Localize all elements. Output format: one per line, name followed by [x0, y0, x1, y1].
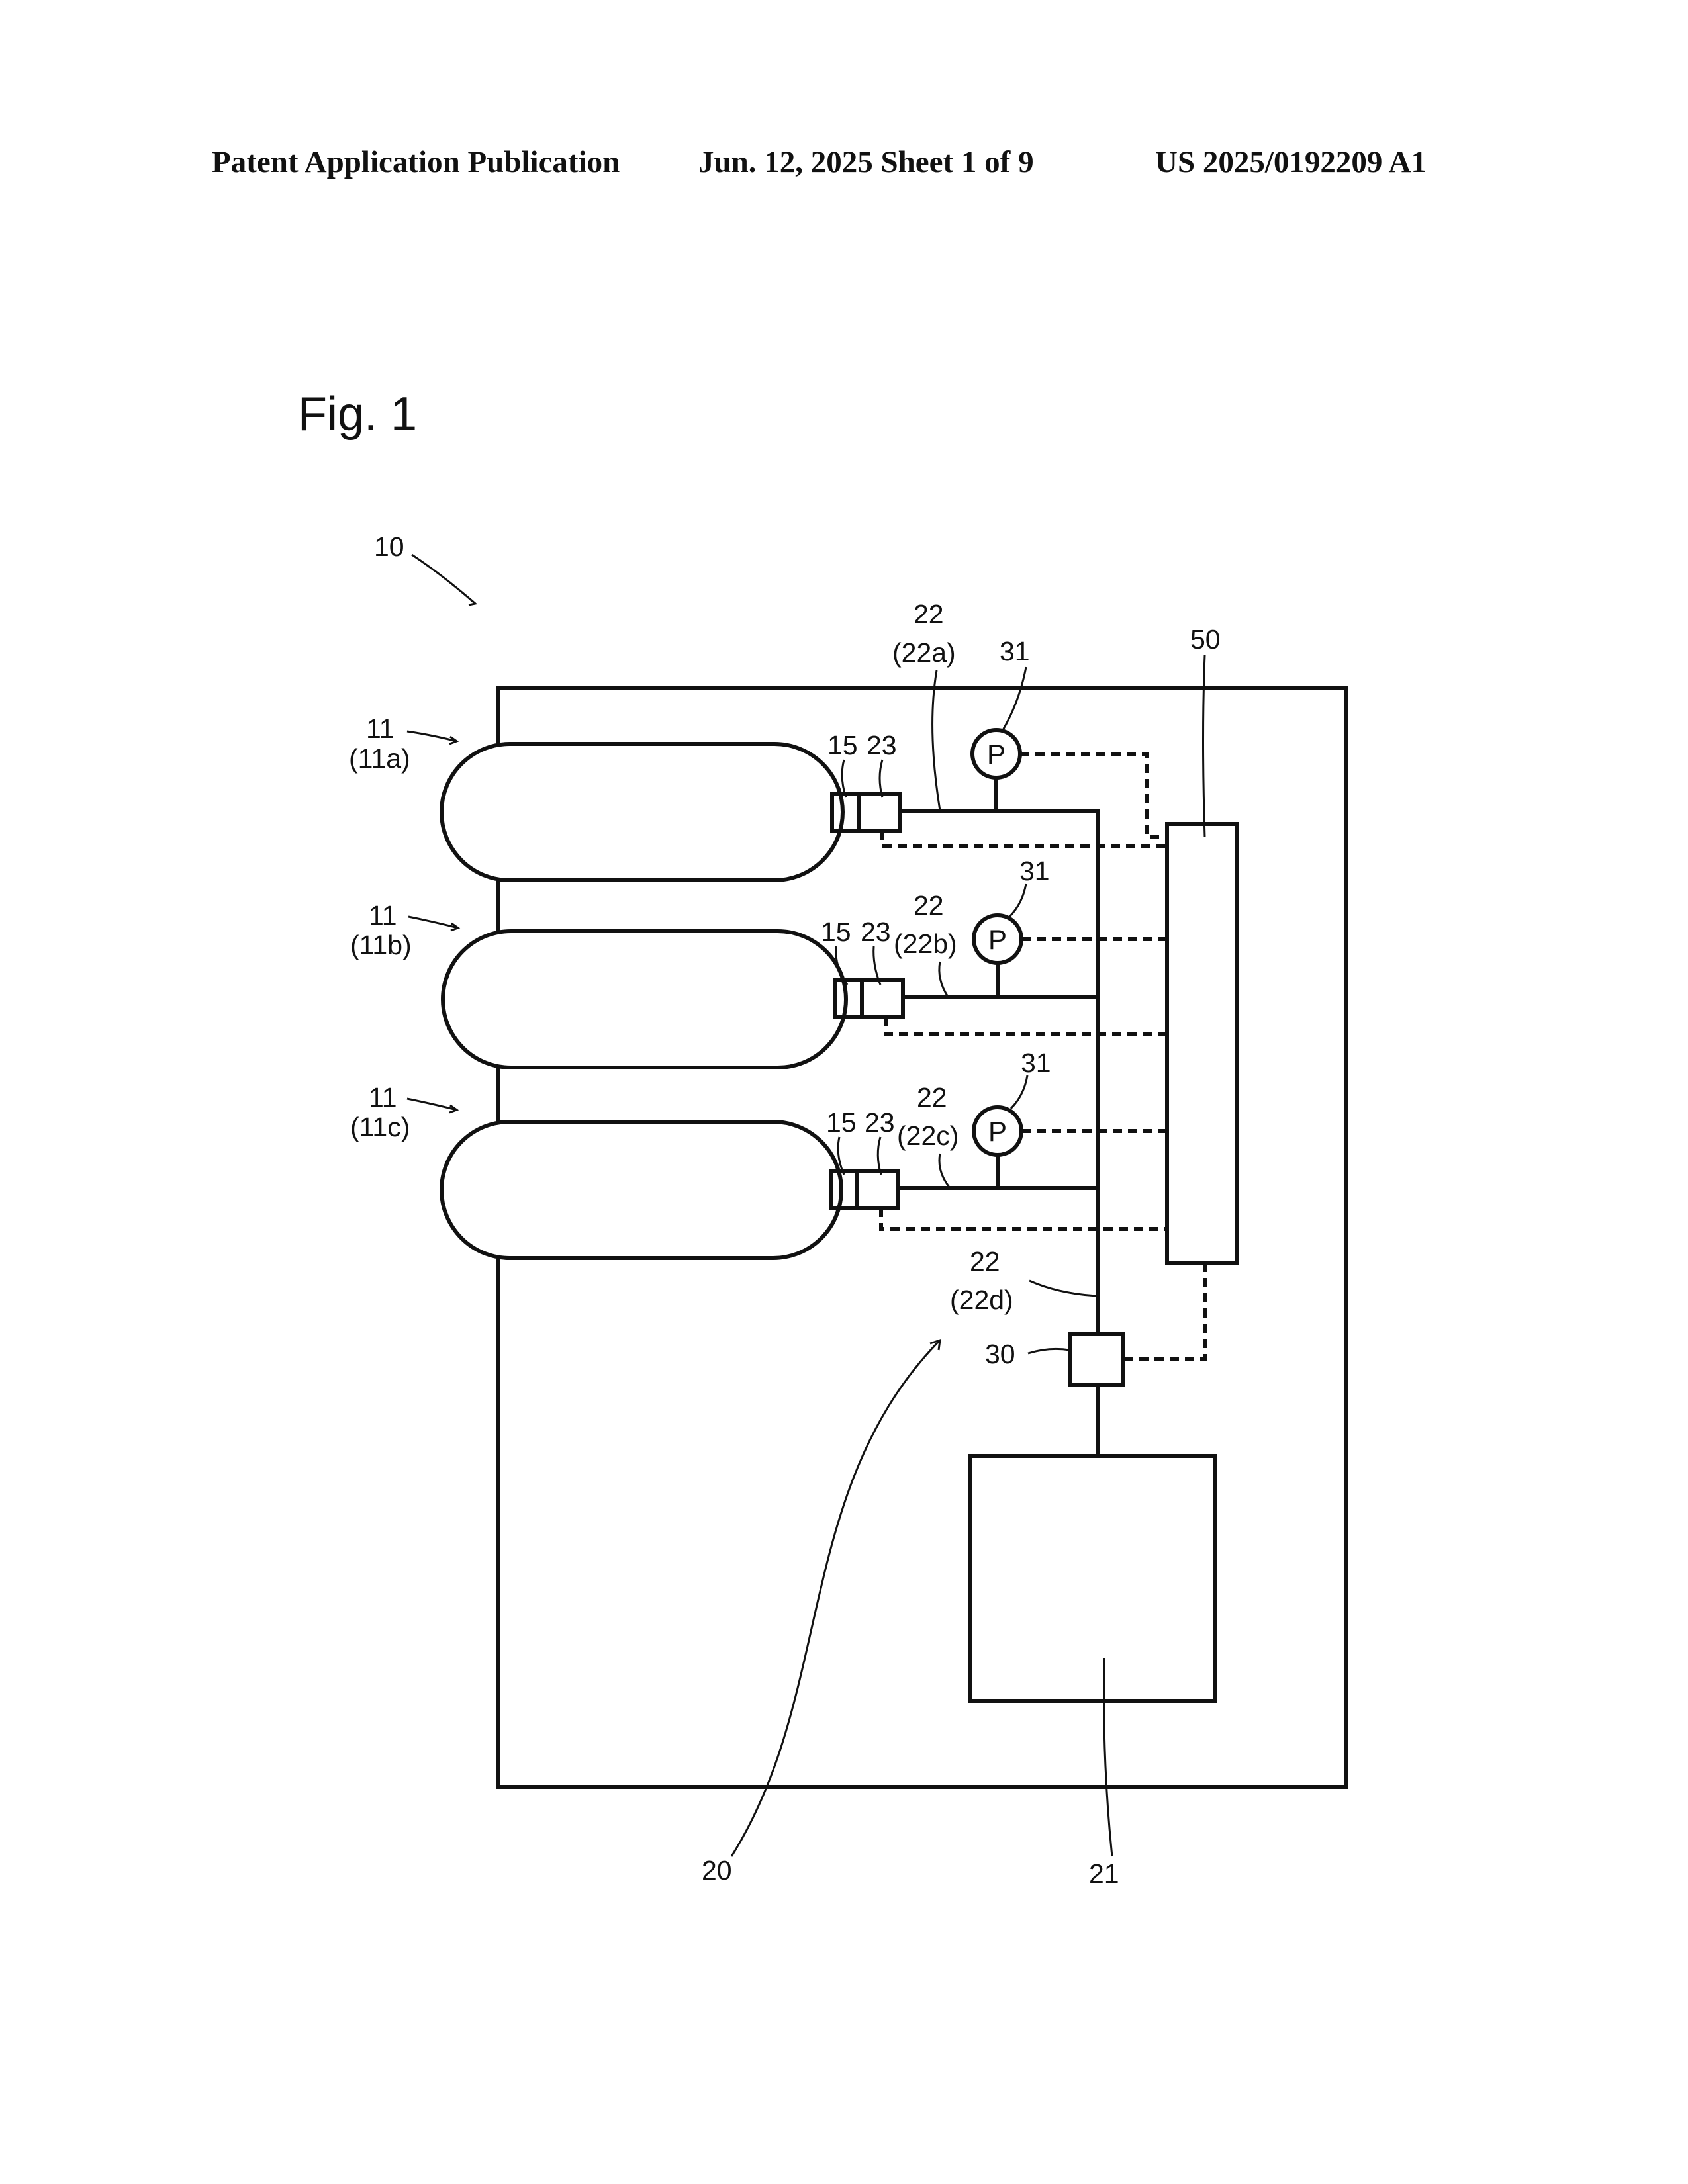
ref-31-a: 31: [1000, 636, 1030, 666]
tank-11c: [442, 1122, 841, 1258]
ref-11b: (11b): [350, 930, 412, 960]
p-symbol-b: P: [988, 924, 1007, 955]
leader-20: [731, 1340, 940, 1856]
leader-31a: [1003, 667, 1026, 730]
ref-31-b: 31: [1019, 856, 1050, 886]
regulator-23-c: [857, 1171, 898, 1208]
leader-22d: [1029, 1281, 1098, 1296]
ref-20: 20: [702, 1855, 732, 1886]
ref-50: 50: [1190, 624, 1221, 655]
p-symbol-a: P: [987, 739, 1006, 770]
signal-regulator-b: [886, 1017, 1167, 1034]
consumer-21: [970, 1456, 1215, 1701]
ref-22-b: 22: [914, 890, 944, 921]
arrowhead-10: [469, 599, 475, 605]
regulator-23-a: [859, 794, 900, 831]
ref-23-b: 23: [861, 917, 891, 947]
ref-22a: (22a): [892, 637, 956, 668]
controller-50: [1167, 824, 1237, 1263]
shutoff-valve-30: [1070, 1334, 1123, 1385]
signal-regulator-a: [882, 831, 1167, 846]
signal-sensor-a: [1020, 754, 1167, 837]
leader-30: [1028, 1349, 1070, 1353]
ref-11c: (11c): [350, 1112, 410, 1142]
ref-23-a: 23: [867, 730, 897, 760]
leader-31b: [1009, 884, 1026, 917]
leader-11b: [408, 917, 458, 928]
ref-31-c: 31: [1021, 1048, 1051, 1078]
ref-22d: (22d): [950, 1285, 1013, 1315]
leader-22c: [939, 1154, 950, 1188]
ref-23-c: 23: [865, 1107, 895, 1138]
leader-11c: [407, 1099, 457, 1110]
ref-22-c: 22: [917, 1082, 947, 1113]
ref-30: 30: [985, 1339, 1015, 1369]
ref-11-b: 11: [369, 900, 397, 931]
ref-15-c: 15: [826, 1107, 857, 1138]
ref-21: 21: [1089, 1858, 1119, 1889]
ref-11-c: 11: [369, 1082, 397, 1113]
regulator-23-b: [862, 980, 903, 1017]
leader-23a: [880, 760, 882, 797]
leader-22b: [939, 962, 948, 997]
ref-11-a: 11: [366, 713, 395, 744]
leader-10: [412, 555, 475, 604]
ref-10: 10: [374, 531, 404, 562]
tank-11a: [442, 744, 843, 880]
ref-11a: (11a): [349, 743, 410, 774]
ref-15-b: 15: [821, 917, 851, 947]
ref-22c: (22c): [897, 1120, 959, 1151]
signal-regulator-c: [881, 1208, 1167, 1229]
tank-11b: [443, 931, 846, 1068]
leader-22a: [933, 670, 940, 811]
p-symbol-c: P: [988, 1116, 1007, 1147]
leader-31c: [1011, 1075, 1027, 1109]
leader-50: [1203, 655, 1205, 837]
ref-22b: (22b): [894, 929, 957, 959]
ref-22-d: 22: [970, 1246, 1000, 1277]
ref-15-a: 15: [827, 730, 858, 760]
signal-shutoff: [1123, 1263, 1205, 1359]
ref-22-a: 22: [914, 599, 944, 629]
leader-11a: [407, 731, 457, 741]
